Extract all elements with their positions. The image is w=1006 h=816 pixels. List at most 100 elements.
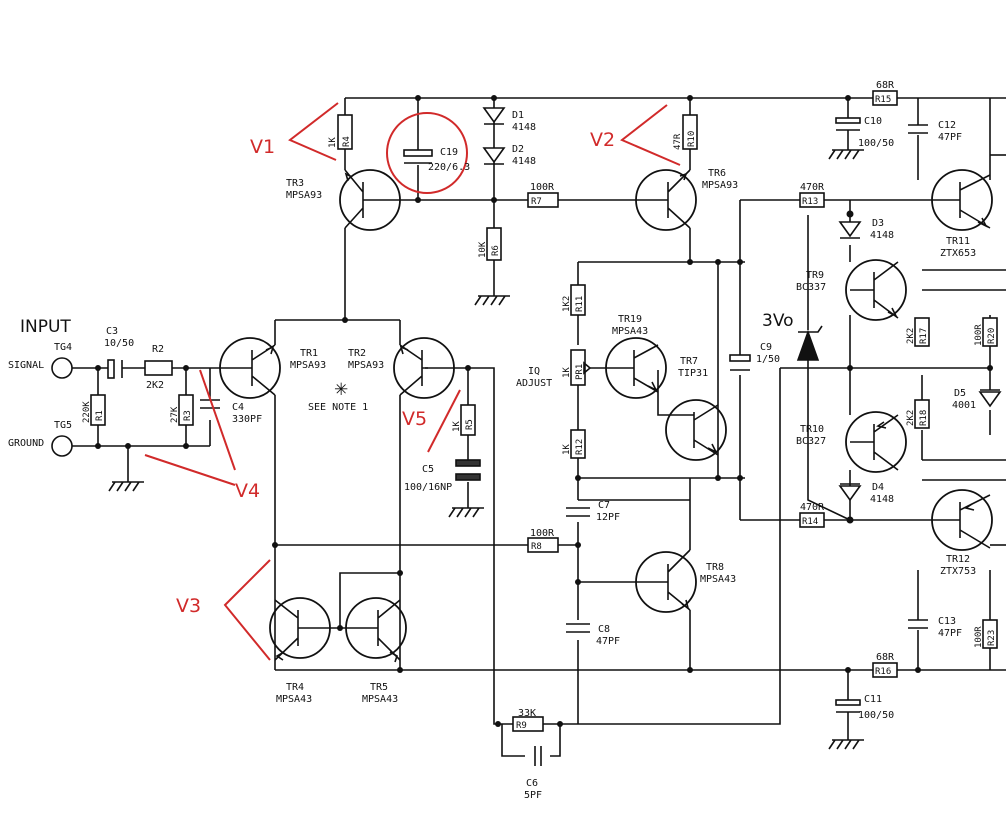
d3-name: D3 [872, 218, 884, 229]
c12-value: 47PF [938, 132, 962, 143]
r11-name: R11 [575, 296, 585, 312]
r9-value: 33K [518, 708, 536, 719]
tr11-name: TR11 [946, 236, 970, 247]
c11-name: C11 [864, 694, 882, 705]
r20-value: 100R [974, 324, 984, 346]
tr5-name: TR5 [370, 682, 388, 693]
pr1-name: PR1 [575, 364, 585, 380]
c5-value: 100/16NP [404, 482, 452, 493]
r1-value: 220K [82, 401, 92, 423]
d3-value: 4148 [870, 230, 894, 241]
tr7-name: TR7 [680, 356, 698, 367]
r13-value: 470R [800, 182, 825, 193]
r17-value: 2K2 [906, 328, 916, 344]
transistor-tr8 [635, 549, 697, 613]
r3-name: R3 [183, 410, 193, 421]
red-annotations [144, 102, 681, 661]
r12-value: 1K [562, 444, 572, 455]
r23-name: R23 [987, 630, 997, 646]
r14-name: R14 [802, 517, 818, 527]
tr19-type: MPSA43 [612, 326, 648, 337]
tr4-type: MPSA43 [276, 694, 312, 705]
transistor-tr1 [219, 337, 281, 399]
c9-value: 1/50 [756, 354, 780, 365]
tr9-name: TR9 [806, 270, 824, 281]
tr6-name: TR6 [708, 168, 726, 179]
c7-value: 12PF [596, 512, 620, 523]
r7-name: R7 [531, 197, 542, 207]
c10-value: 100/50 [858, 138, 894, 149]
transistor-tr3 [339, 169, 401, 231]
ground-terminal[interactable] [51, 435, 73, 457]
ground-symbols [108, 149, 864, 750]
annotation-v4: V4 [235, 480, 260, 502]
r5-value: 1K [452, 421, 462, 432]
transistor-tr7 [665, 399, 727, 461]
transistor-tr2 [393, 337, 455, 399]
adjust-label: ADJUST [516, 378, 552, 389]
d5-value: 4001 [952, 400, 976, 411]
r4-name: R4 [342, 136, 352, 147]
d1-value: 4148 [512, 122, 536, 133]
transistor-tr4 [269, 597, 340, 661]
zener-label: 3Vo [762, 311, 794, 331]
tr5-type: MPSA43 [362, 694, 398, 705]
r3-value: 27K [170, 406, 180, 423]
tr1-name: TR1 [300, 348, 318, 359]
r20-name: R20 [987, 328, 997, 344]
c13-name: C13 [938, 616, 956, 627]
c6-value: 5PF [524, 790, 542, 801]
c10-name: C10 [864, 116, 882, 127]
c3-value: 10/50 [104, 338, 134, 349]
tg4-label: TG4 [54, 342, 72, 353]
d2-name: D2 [512, 144, 524, 155]
c4-name: C4 [232, 402, 244, 413]
r2-name: R2 [152, 344, 164, 355]
d4-name: D4 [872, 482, 884, 493]
transistor-tr19 [605, 337, 667, 399]
diode-bodies [482, 107, 1002, 502]
resistor-bodies [90, 90, 998, 732]
r8-name: R8 [531, 542, 542, 552]
r10-value: 47R [673, 133, 683, 150]
c6-name: C6 [526, 778, 538, 789]
r18-value: 2K2 [906, 410, 916, 426]
c9-name: C9 [760, 342, 772, 353]
r11-value: 1K2 [562, 296, 572, 312]
tr6-type: MPSA93 [702, 180, 738, 191]
annotation-v5: V5 [402, 408, 427, 430]
inline-resistor-names: R7 R8 R9 R13 R14 R15 R16 [516, 95, 891, 731]
r14-value: 470R [800, 502, 825, 513]
c13-value: 47PF [938, 628, 962, 639]
tr10-name: TR10 [800, 424, 824, 435]
annotation-v2: V2 [590, 129, 615, 151]
r8-value: 100R [530, 528, 555, 539]
pr1-wiper [583, 361, 592, 375]
r6-name: R6 [491, 245, 501, 256]
iq-label: IQ [528, 366, 540, 377]
transistor-tr6 [635, 169, 697, 231]
annotation-v1: V1 [250, 136, 275, 158]
transistor-tr9 [845, 259, 907, 321]
r17-name: R17 [919, 328, 929, 344]
d1-name: D1 [512, 110, 524, 121]
c4-value: 330PF [232, 414, 262, 425]
signal-terminal[interactable] [51, 357, 73, 379]
r16-value: 68R [876, 652, 895, 663]
tr7-type: TIP31 [678, 368, 708, 379]
transistor-tr5 [340, 597, 407, 663]
r10-name: R10 [687, 131, 697, 147]
annotation-v3: V3 [176, 595, 201, 617]
tr1-type: MPSA93 [290, 360, 326, 371]
transistor-tr10 [845, 411, 907, 473]
input-title: INPUT [20, 317, 71, 337]
r7-value: 100R [530, 182, 555, 193]
c3-name: C3 [106, 326, 118, 337]
ground-label: GROUND [8, 438, 44, 449]
d2-value: 4148 [512, 156, 536, 167]
tr2-type: MPSA93 [348, 360, 384, 371]
r4-value: 1K [328, 137, 338, 148]
tr19-name: TR19 [618, 314, 642, 325]
r9-name: R9 [516, 721, 527, 731]
